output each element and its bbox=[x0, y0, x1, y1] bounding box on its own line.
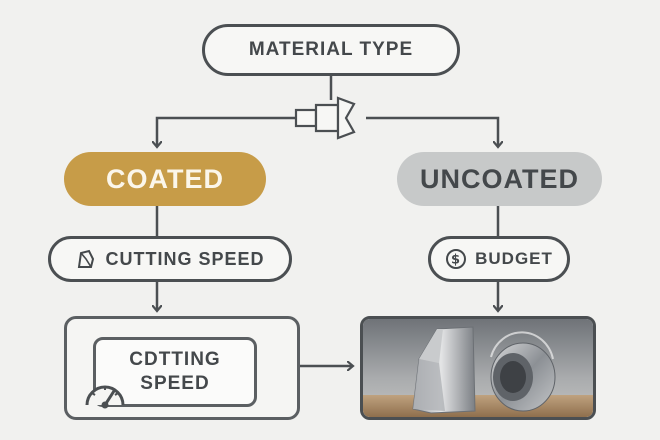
uncoated-node: UNCOATED bbox=[397, 152, 602, 206]
material-type-node: MATERIAL TYPE bbox=[202, 24, 460, 76]
budget-node: $ BUDGET bbox=[428, 236, 570, 282]
coated-node: COATED bbox=[64, 152, 266, 206]
svg-text:$: $ bbox=[451, 253, 461, 268]
right-branch-connector bbox=[366, 116, 498, 146]
speed-result-panel: CDTTING SPEED bbox=[64, 316, 300, 420]
speed-result-line1: CDTTING bbox=[129, 349, 221, 370]
coated-label: COATED bbox=[106, 163, 224, 194]
tool-insert-icon bbox=[75, 249, 97, 269]
cutting-tool-icon bbox=[294, 96, 356, 140]
budget-label: BUDGET bbox=[475, 249, 553, 268]
material-type-label: MATERIAL TYPE bbox=[248, 39, 414, 60]
speedometer-icon bbox=[81, 371, 129, 416]
uncoated-label: UNCOATED bbox=[420, 163, 579, 194]
left-branch-connector bbox=[157, 116, 296, 146]
speed-result-line2: SPEED bbox=[140, 373, 210, 394]
speed-result-card: CDTTING SPEED bbox=[93, 337, 257, 407]
dollar-coin-icon: $ bbox=[445, 248, 467, 270]
cutting-speed-label: CUTTING SPEED bbox=[105, 248, 265, 269]
cutting-speed-node: CUTTING SPEED bbox=[48, 236, 292, 282]
metal-parts-photo bbox=[360, 316, 596, 420]
